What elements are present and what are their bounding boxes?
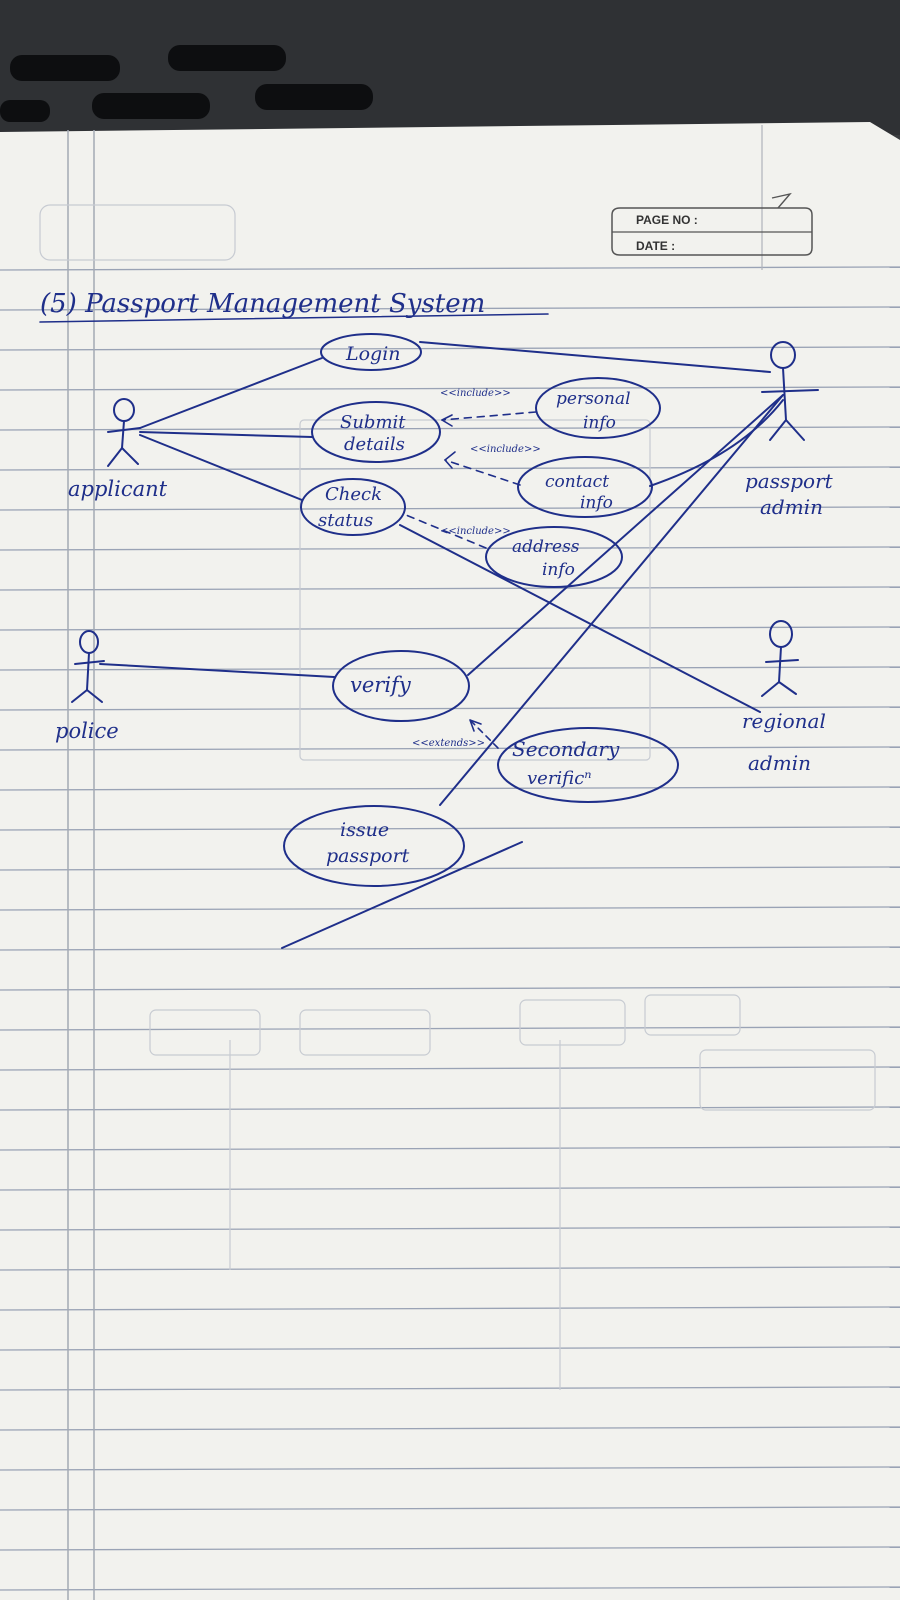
ruled-line: [0, 1426, 900, 1431]
actor-label-applicant: applicant: [68, 477, 168, 501]
ruled-line: [0, 1106, 900, 1111]
usecase-label-address: address: [512, 537, 580, 557]
extends-arrow: [469, 719, 499, 749]
assoc-applicant-check: [139, 434, 303, 501]
ruled-line: [0, 1506, 900, 1511]
ruled-line: [0, 306, 900, 311]
usecase-label-submit: Submit: [340, 412, 406, 433]
diagram-title: (5) Passport Management System: [40, 289, 485, 319]
usecase-label-issue: issue: [340, 819, 389, 841]
ruled-line: [0, 1146, 900, 1151]
use-case-diagram: [39, 313, 819, 949]
actor-label-regional-admin-2: admin: [748, 751, 811, 775]
usecase-label-address-2: info: [542, 560, 575, 580]
ruled-line: [0, 906, 900, 911]
strike-line: [281, 841, 523, 949]
usecase-label-issue-2: passport: [326, 845, 410, 867]
ruled-line: [0, 986, 900, 991]
usecase-submit-details: [311, 401, 441, 463]
ruled-line: [0, 1226, 900, 1231]
actor-label-regional-admin: regional: [742, 709, 826, 733]
ruled-line: [0, 1186, 900, 1191]
assoc-applicant-submit: [139, 431, 313, 438]
keyboard-key: [10, 55, 120, 81]
keyboard-key: [92, 93, 210, 119]
ruled-line: [0, 266, 900, 271]
actor-regional-admin: [761, 620, 799, 697]
usecase-contact-info: [517, 456, 653, 518]
keyboard-key: [255, 84, 373, 110]
relation-extends: <<extends>>: [412, 738, 485, 749]
usecase-label-submit-2: details: [344, 434, 405, 455]
relation-include-3: <<include>>: [440, 526, 511, 537]
ruled-line: [0, 1346, 900, 1351]
actor-police: [71, 630, 105, 703]
ruled-line: [0, 946, 900, 951]
actor-label-police: police: [55, 719, 119, 743]
date-label: DATE :: [636, 239, 675, 253]
usecase-label-check-2: status: [318, 510, 373, 531]
ruled-line: [0, 826, 900, 831]
ruled-line: [0, 1266, 900, 1271]
assoc-issue-padmin: [439, 394, 784, 806]
ruled-line: [0, 1066, 900, 1071]
page-no-label: PAGE NO :: [636, 213, 698, 227]
assoc-login-padmin: [419, 341, 771, 373]
include-arrow-personal: [441, 411, 537, 421]
keyboard-key: [0, 100, 50, 122]
assoc-check-radmin: [399, 524, 761, 713]
ruled-line: [0, 1586, 900, 1591]
usecase-verify: [332, 650, 470, 722]
usecase-check-status: [300, 478, 406, 536]
include-arrow-contact: [444, 459, 521, 486]
ruled-line: [0, 746, 900, 751]
usecase-label-secondary-2: verificⁿ: [527, 768, 592, 789]
usecase-login: [320, 333, 422, 371]
title-underline: [39, 313, 549, 323]
usecase-label-secondary: Secondary: [512, 737, 620, 761]
usecase-address-info: [485, 526, 623, 588]
bleed-through-marks: [39, 204, 876, 1390]
ruled-line: [0, 586, 900, 591]
relation-include-2: <<include>>: [470, 444, 541, 455]
actor-passport-admin: [761, 341, 819, 441]
ruled-line: [0, 466, 900, 471]
keyboard-key: [168, 45, 286, 71]
ruled-line: [0, 786, 900, 791]
ruled-line: [0, 1546, 900, 1551]
usecase-label-personal: personal: [556, 389, 631, 409]
usecase-label-verify: verify: [350, 673, 412, 697]
ruled-line: [0, 666, 900, 671]
assoc-applicant-login: [139, 357, 323, 429]
ruled-line: [0, 1466, 900, 1471]
ruled-line: [0, 386, 900, 391]
usecase-label-contact: contact: [545, 472, 609, 492]
include-arrow-address: [405, 514, 487, 549]
actor-label-passport-admin: passport: [745, 469, 834, 493]
usecase-issue-passport: [283, 805, 465, 887]
ruled-line: [0, 506, 900, 511]
usecase-label-check: Check: [325, 484, 382, 505]
assoc-contact-padmin: [649, 399, 784, 487]
ruled-line: [0, 346, 900, 351]
ruled-line: [0, 1306, 900, 1311]
ruled-line: [0, 626, 900, 631]
assoc-police-verify: [99, 663, 335, 678]
relation-include-1: <<include>>: [440, 388, 511, 399]
ruled-line: [0, 1386, 900, 1391]
ruled-line: [0, 426, 900, 431]
usecase-secondary-verification: [497, 727, 679, 803]
ruled-line: [0, 546, 900, 551]
usecase-label-login: Login: [345, 343, 401, 365]
usecase-label-personal-2: info: [583, 413, 616, 433]
ruled-lines: [0, 266, 900, 1591]
page-header-box: PAGE NO : DATE :: [611, 192, 813, 256]
assoc-verify-padmin: [467, 394, 784, 676]
usecase-label-contact-2: info: [580, 493, 613, 513]
actor-applicant: [107, 398, 141, 467]
actor-label-passport-admin-2: admin: [760, 495, 823, 519]
usecase-personal-info: [535, 377, 661, 439]
